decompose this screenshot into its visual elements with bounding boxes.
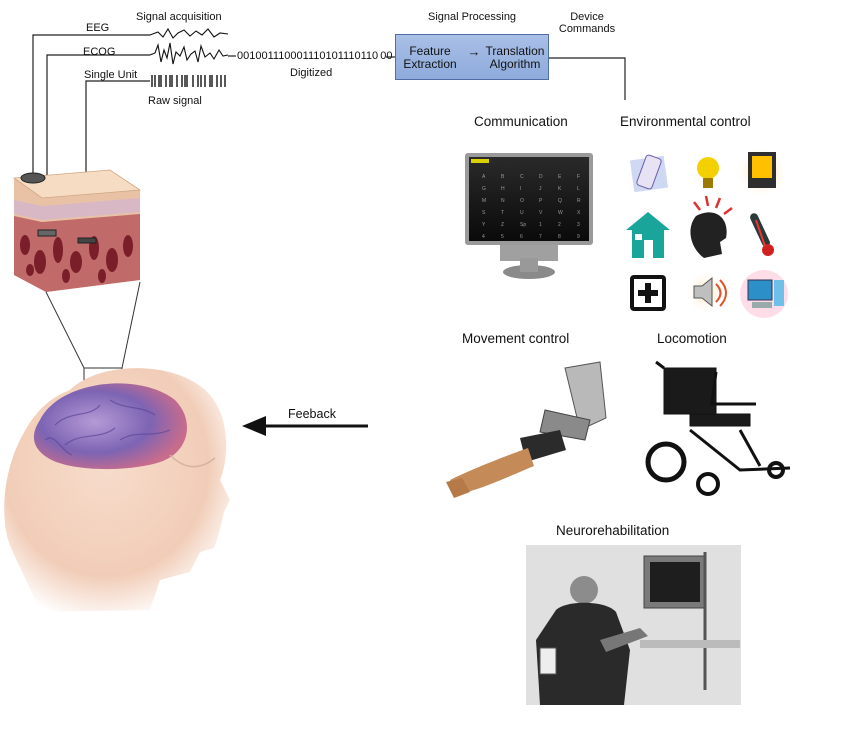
keyboard-key: V bbox=[539, 210, 543, 216]
keyboard-key: P bbox=[539, 198, 543, 204]
feedback-label: Feeback bbox=[288, 407, 336, 421]
bitstream-label: 001001110001110101110110 00 bbox=[237, 50, 393, 62]
single-unit-label: Single Unit bbox=[84, 69, 138, 81]
keyboard-key: J bbox=[539, 186, 542, 192]
computer-icon bbox=[740, 270, 788, 318]
device-commands-line bbox=[549, 57, 626, 100]
feedback-arrow bbox=[242, 416, 368, 436]
digitized-label: Digitized bbox=[290, 67, 333, 79]
keyboard-key: X bbox=[577, 210, 581, 216]
head-icon bbox=[690, 195, 733, 258]
keyboard-key: M bbox=[482, 198, 486, 204]
single-unit-spikes bbox=[151, 75, 226, 87]
keyboard-key: A bbox=[482, 174, 486, 180]
signal-processing-label: Signal Processing bbox=[428, 11, 517, 23]
keyboard-grid: A B C D E F G H I J K L M N O P Q R S T U V W X Y Z Sp 1 2 3 4 5 6 7 8 9 bbox=[482, 174, 581, 240]
neurorehab-photo bbox=[526, 545, 741, 705]
keyboard-key: 4 bbox=[482, 234, 485, 240]
process-arrow-icon: → bbox=[467, 44, 481, 59]
tv-icon bbox=[736, 146, 788, 198]
keyboard-key: Y bbox=[482, 222, 486, 228]
translation-algorithm-line2: Algorithm bbox=[489, 57, 541, 71]
keyboard-key: 7 bbox=[539, 234, 542, 240]
cortex-tissue-block bbox=[12, 169, 142, 292]
keyboard-key: L bbox=[577, 186, 580, 192]
wheelchair bbox=[645, 360, 791, 496]
keyboard-key: Q bbox=[558, 198, 562, 204]
device-commands-line2: Commands bbox=[558, 23, 616, 35]
translation-algorithm-line1: Translation bbox=[485, 44, 545, 58]
movement-control-label: Movement control bbox=[462, 331, 570, 346]
keyboard-key: Z bbox=[501, 222, 504, 228]
raw-signal-label: Raw signal bbox=[148, 95, 202, 107]
keyboard-key: W bbox=[558, 210, 563, 216]
communication-label: Communication bbox=[474, 114, 568, 129]
ecog-electrode bbox=[37, 229, 57, 237]
thermometer-icon bbox=[750, 213, 774, 256]
device-commands-line1: Device bbox=[570, 11, 604, 23]
feature-extraction-line2: Extraction bbox=[403, 57, 457, 71]
keyboard-key: U bbox=[520, 210, 524, 216]
keyboard-key: D bbox=[539, 174, 543, 180]
env-icon-grid bbox=[626, 146, 788, 318]
keyboard-key: O bbox=[520, 198, 524, 204]
eeg-electrode bbox=[20, 172, 46, 184]
ecog-label: ECOG bbox=[83, 46, 116, 58]
home-icon bbox=[626, 212, 670, 258]
keyboard-key: B bbox=[501, 174, 505, 180]
keyboard-key: 5 bbox=[501, 234, 504, 240]
speaker-icon bbox=[684, 270, 728, 314]
communication-monitor: A B C D E F G H I J K L M N O P Q R S T U V W X Y Z Sp 1 2 3 4 5 6 7 8 9 bbox=[465, 153, 593, 279]
neurorehabilitation-label: Neurorehabilitation bbox=[556, 523, 670, 538]
keyboard-key: 3 bbox=[577, 222, 580, 228]
plus-icon bbox=[630, 275, 666, 311]
human-head bbox=[4, 368, 230, 612]
keyboard-key: S bbox=[482, 210, 486, 216]
keyboard-key: C bbox=[520, 174, 524, 180]
keyboard-key: R bbox=[577, 198, 581, 204]
eeg-label: EEG bbox=[86, 22, 110, 34]
keyboard-key: 1 bbox=[539, 222, 542, 228]
keyboard-key: H bbox=[501, 186, 505, 192]
phone-icon bbox=[629, 154, 669, 193]
keyboard-key: 9 bbox=[577, 234, 580, 240]
keyboard-key: Sp bbox=[520, 222, 526, 228]
keyboard-key: F bbox=[577, 174, 580, 180]
keyboard-key: T bbox=[501, 210, 504, 216]
locomotion-label: Locomotion bbox=[657, 331, 727, 346]
keyboard-key: 8 bbox=[558, 234, 561, 240]
signal-processing-box: Feature Extraction → Translation Algorit… bbox=[395, 34, 549, 80]
keyboard-key: E bbox=[558, 174, 562, 180]
keyboard-key: I bbox=[520, 186, 521, 192]
keyboard-key: 6 bbox=[520, 234, 523, 240]
keyboard-key: G bbox=[482, 186, 486, 192]
signal-acquisition-label: Signal acquisition bbox=[136, 11, 222, 23]
keyboard-key: 2 bbox=[558, 222, 561, 228]
single-unit-electrode bbox=[77, 237, 97, 244]
feature-extraction-line1: Feature bbox=[409, 44, 451, 58]
environmental-control-label: Environmental control bbox=[620, 114, 751, 129]
keyboard-key: N bbox=[501, 198, 505, 204]
raw-signal-waves bbox=[149, 27, 229, 65]
prosthetic-arm bbox=[446, 361, 607, 498]
lightbulb-icon bbox=[697, 157, 719, 188]
keyboard-key: K bbox=[558, 186, 562, 192]
